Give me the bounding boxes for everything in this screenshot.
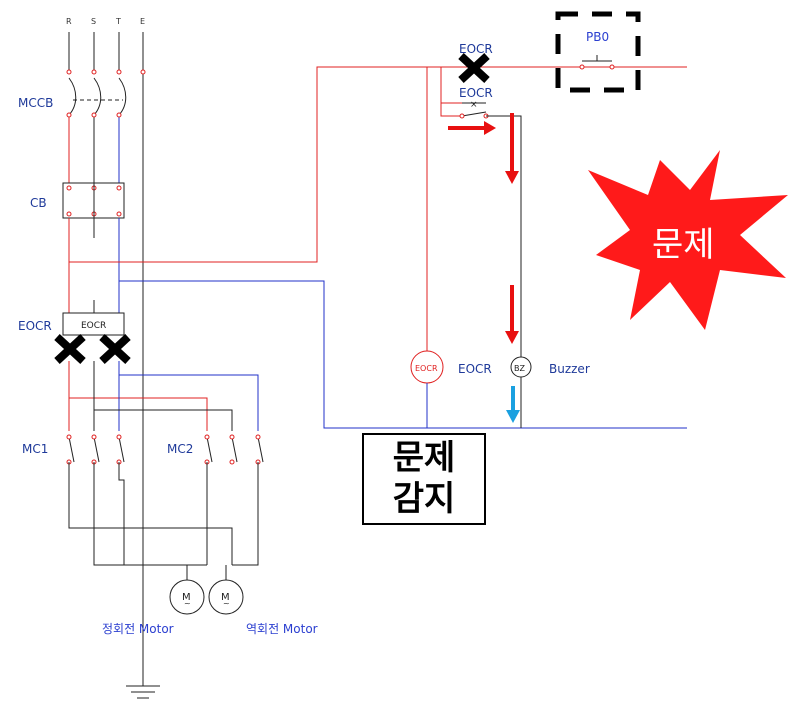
eocr-switch-lead	[440, 103, 462, 117]
problem-detect-line-2: 감지	[392, 479, 456, 519]
arrow-right-red-icon	[448, 121, 496, 135]
wire-t-mc2	[119, 374, 259, 431]
problem-burst-icon: 문제	[588, 150, 788, 330]
motor-reverse-icon: M ~	[208, 579, 244, 615]
eocr-top-label: EOCR	[459, 42, 493, 56]
ground-icon	[126, 685, 160, 699]
eocr-contact-label: EOCR	[459, 86, 493, 100]
eocr-box-label: EOCR	[81, 321, 106, 331]
mc2-label: MC2	[167, 442, 193, 456]
eocr-switch-blade	[461, 111, 487, 117]
mc1-label: MC1	[22, 442, 48, 456]
mc2-contacts	[206, 436, 264, 463]
mc1-contacts	[68, 436, 125, 463]
motor-forward-icon: M ~	[169, 579, 205, 615]
problem-detect-box: 문제 감지	[362, 433, 486, 525]
fault-x-right-icon	[99, 334, 131, 364]
problem-burst-text: 문제	[652, 225, 715, 265]
control-wire-red	[69, 66, 687, 263]
pb0-highlight-box	[555, 11, 641, 93]
mccb-breaker	[68, 77, 127, 128]
buzzer-symbol: BZ	[514, 364, 525, 373]
arrow-down-red-2-icon	[505, 285, 519, 344]
mc2-terminals	[204, 434, 261, 465]
phase-label-s: S	[91, 17, 96, 26]
motor-forward-label: 정회전 Motor	[102, 622, 174, 636]
pb0-label: PB0	[586, 30, 609, 44]
svg-text:×: ×	[470, 100, 478, 110]
pb0-switch	[582, 55, 612, 62]
phase-label-t: T	[115, 17, 121, 26]
buzzer-feed-wire	[486, 115, 522, 357]
arrow-down-blue-icon	[506, 386, 520, 423]
problem-detect-line-1: 문제	[392, 438, 456, 478]
power-rails	[68, 32, 144, 686]
motor-forward-symbol: M	[182, 592, 191, 603]
svg-text:~: ~	[184, 599, 191, 608]
phase-label-r: R	[66, 17, 72, 26]
eocr-left-label: EOCR	[18, 319, 52, 333]
wire-r-mc2	[69, 397, 208, 431]
cb-label: CB	[30, 196, 47, 210]
buzzer-label: Buzzer	[549, 362, 590, 376]
fault-x-left-icon	[54, 334, 86, 364]
mccb-label: MCCB	[18, 96, 53, 110]
svg-text:~: ~	[223, 599, 230, 608]
mccb-terminals	[66, 69, 146, 118]
eocr-box	[62, 312, 125, 336]
wire-s-mc2	[94, 409, 233, 431]
eocr-switch-terminals	[459, 113, 489, 119]
arrow-down-red-1-icon	[505, 113, 519, 184]
phase-label-e: E	[140, 17, 145, 26]
control-wire-blue	[119, 280, 687, 429]
mc1-terminals	[66, 434, 122, 465]
fault-x-top-icon	[458, 53, 490, 83]
motor-reverse-label: 역회전 Motor	[246, 622, 318, 636]
motor-reverse-symbol: M	[221, 592, 230, 603]
pb0-terminals	[579, 64, 615, 70]
eocr-relay-label: EOCR	[458, 362, 492, 376]
eocr-relay-coil-label: EOCR	[415, 364, 438, 373]
motor-wiring	[68, 462, 259, 566]
